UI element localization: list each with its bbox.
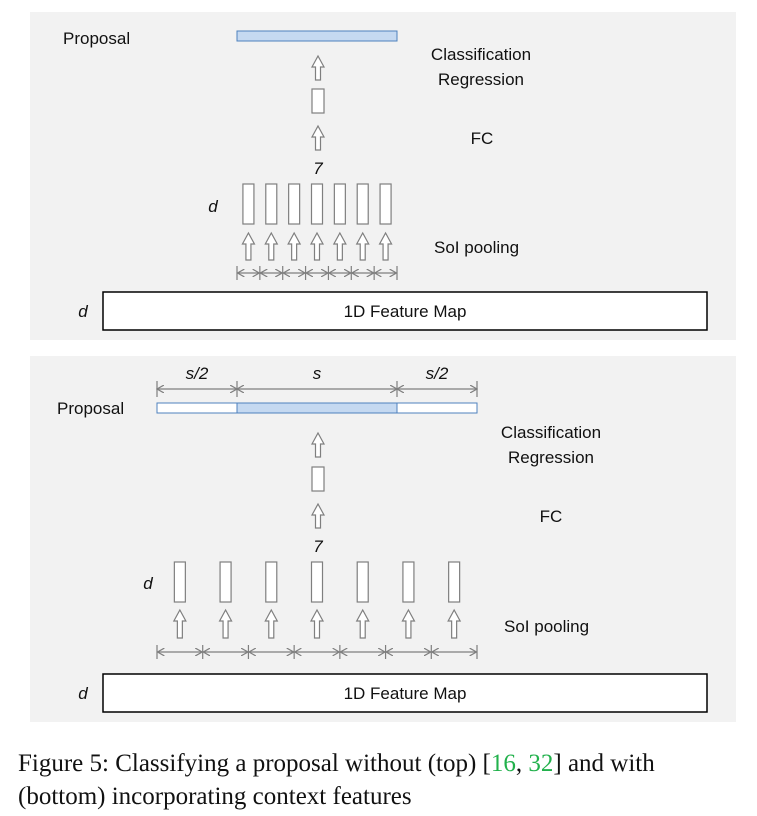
pooled-cell <box>402 561 415 603</box>
pooled-cell <box>219 561 232 603</box>
center-width-label: s <box>313 364 322 383</box>
up-arrow-icon <box>310 124 326 151</box>
up-arrow-icon <box>401 608 416 639</box>
figure-caption: Figure 5: Classifying a proposal without… <box>18 747 748 813</box>
caption-prefix: Figure 5: <box>18 750 116 777</box>
pooled-cell <box>356 183 369 225</box>
pooled-cell <box>356 561 369 603</box>
top-count-label: 7 <box>313 159 323 178</box>
top-feature-dim-label: d <box>78 302 88 321</box>
up-arrow-icon <box>355 231 370 261</box>
pooled-cell <box>310 183 324 225</box>
bottom-bin-dimensions <box>156 645 478 659</box>
bottom-regression-label: Regression <box>508 448 594 467</box>
bottom-proposal-label: Proposal <box>57 399 124 418</box>
top-feature-map <box>102 291 708 331</box>
top-proposal-bar <box>236 30 398 42</box>
up-arrow-icon <box>355 608 370 639</box>
up-arrow-icon <box>378 231 393 261</box>
pooled-cell <box>333 183 346 225</box>
top-soi-label: SoI pooling <box>434 238 519 257</box>
up-arrow-icon <box>287 231 302 261</box>
top-fc-label: FC <box>471 129 494 148</box>
right-context-bar <box>396 402 478 414</box>
left-context-bar <box>156 402 238 414</box>
caption-separator: , <box>515 750 529 777</box>
caption-text-2: ] and with (bottom) incorporating contex… <box>18 750 655 810</box>
up-arrow-icon <box>310 502 326 529</box>
left-context-label: s/2 <box>186 364 209 383</box>
up-arrow-icon <box>241 231 256 261</box>
top-proposal-label: Proposal <box>63 29 130 48</box>
up-arrow-icon <box>309 608 325 639</box>
up-arrow-icon <box>309 231 325 261</box>
top-regression-label: Regression <box>438 70 524 89</box>
caption-reference-16[interactable]: 16 <box>490 750 516 777</box>
up-arrow-icon <box>310 431 326 458</box>
bottom-fc-label: FC <box>540 507 563 526</box>
top-dim-label: d <box>208 197 218 216</box>
top-feature-map-label: 1D Feature Map <box>344 302 467 321</box>
pooled-cell <box>173 561 186 603</box>
pooled-cell <box>242 183 255 225</box>
bottom-feature-map-label: 1D Feature Map <box>344 684 467 703</box>
pooled-cell <box>310 561 324 603</box>
pooled-cell <box>448 561 461 603</box>
caption-reference-32[interactable]: 32 <box>528 750 554 777</box>
pooled-cell <box>265 561 278 603</box>
up-arrow-icon <box>332 231 347 261</box>
pooled-cell <box>288 183 301 225</box>
top-fc-block <box>311 88 325 114</box>
up-arrow-icon <box>172 608 187 639</box>
right-context-label: s/2 <box>426 364 449 383</box>
bottom-proposal-bar <box>236 402 398 414</box>
pooled-cell <box>265 183 278 225</box>
bottom-feature-map <box>102 673 708 713</box>
bottom-pooled-cells <box>172 561 462 639</box>
pooled-cell <box>379 183 392 225</box>
caption-text-1: Classifying a proposal without (top) [ <box>115 750 491 777</box>
up-arrow-icon <box>447 608 462 639</box>
top-pooled-cells <box>241 183 393 261</box>
up-arrow-icon <box>310 54 326 81</box>
top-bin-dimensions <box>236 266 398 280</box>
bottom-panel: s/2 s s/2 Proposal Classification Regres… <box>30 356 736 722</box>
bottom-classification-label: Classification <box>501 423 601 442</box>
top-panel-background <box>30 12 736 340</box>
up-arrow-icon <box>264 608 279 639</box>
bottom-feature-dim-label: d <box>78 684 88 703</box>
up-arrow-icon <box>218 608 233 639</box>
up-arrow-icon <box>264 231 279 261</box>
bottom-panel-background <box>30 356 736 722</box>
top-panel: Proposal Classification Regression FC 7 … <box>30 12 736 340</box>
bottom-count-label: 7 <box>313 537 323 556</box>
architecture-figure: Proposal Classification Regression FC 7 … <box>30 12 736 722</box>
bottom-soi-label: SoI pooling <box>504 617 589 636</box>
bottom-fc-block <box>311 466 325 492</box>
bottom-dim-label: d <box>143 574 153 593</box>
top-classification-label: Classification <box>431 45 531 64</box>
